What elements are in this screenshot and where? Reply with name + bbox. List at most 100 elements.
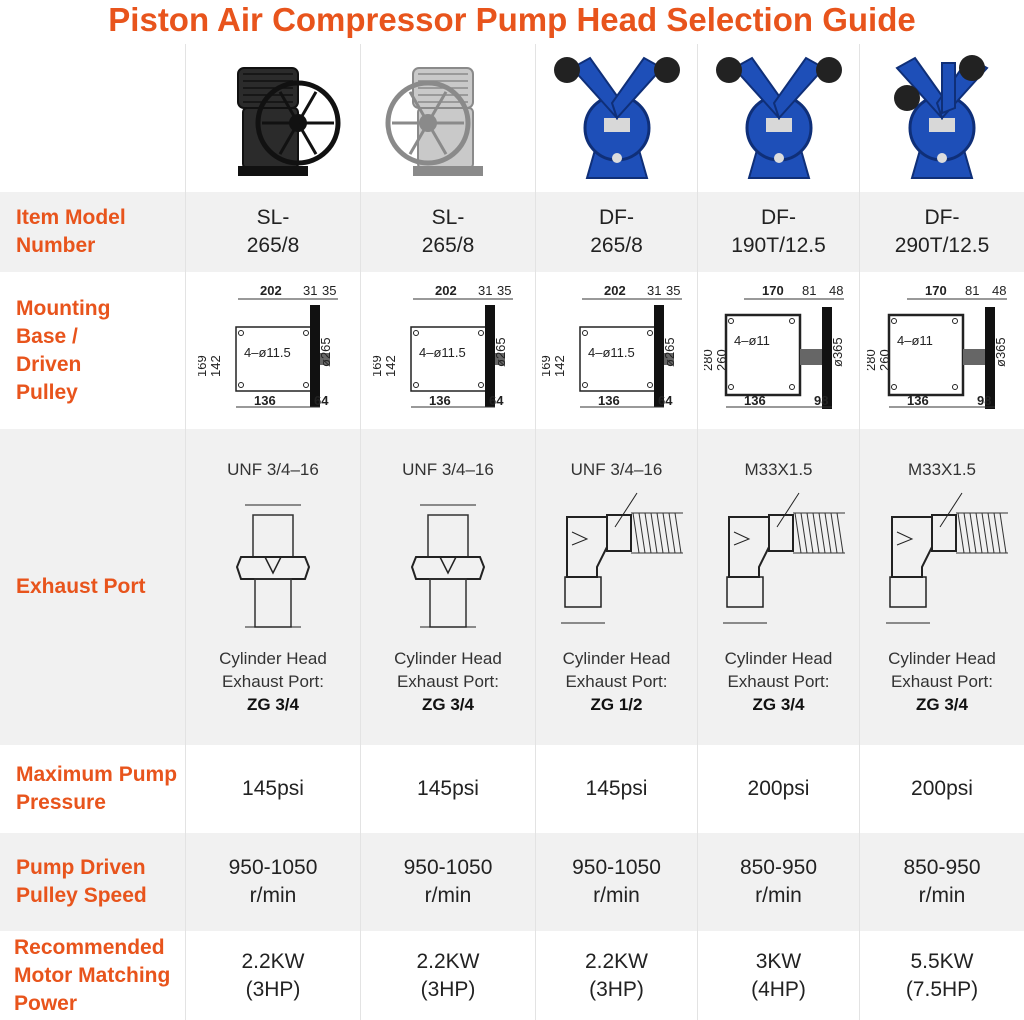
speed-unit: r/min <box>593 884 640 907</box>
dimension-label: 169 <box>373 355 384 377</box>
dimension-label: 4–ø11.5 <box>588 345 635 360</box>
page-title: Piston Air Compressor Pump Head Selectio… <box>108 1 916 38</box>
speed-unit: r/min <box>918 884 966 907</box>
mounting-row: Mounting Base / Driven Pulley 202 31 35 4–ø… <box>0 272 1024 429</box>
dimension-label: 48 <box>829 283 843 298</box>
speed-unit: r/min <box>424 884 472 907</box>
power-value: 3KW <box>755 949 802 973</box>
power-row: Recommended Motor Matching Power 2.2KW(3… <box>0 931 1024 1020</box>
model-text: DF- <box>924 206 960 229</box>
exhaust-port-label: Cylinder Head <box>724 648 833 668</box>
dimension-label: 136 <box>907 393 929 408</box>
thread-spec: M33X1.5 <box>744 459 813 479</box>
exhaust-port-label: Cylinder Head <box>219 648 327 668</box>
dimension-label: 142 <box>208 355 223 377</box>
power-cell: 2.2KW (3HP) <box>360 931 535 1020</box>
pressure-row: Maximum Pump Pressure 145psi 145psi 145p… <box>0 745 1024 833</box>
black-pump-head-image <box>237 67 341 176</box>
dimension-label: 170 <box>925 283 947 298</box>
exhaust-port-label: Exhaust Port: <box>890 671 994 691</box>
dimension-label: 64 <box>658 393 673 408</box>
dimension-label: 98 <box>977 393 991 408</box>
power-cell: 2.2KW(3HP) <box>535 931 697 1020</box>
model-cell: SL- 265/8 <box>360 192 535 272</box>
dimension-label: 31 <box>647 283 661 298</box>
dimension-label: 4–ø11.5 <box>419 345 466 360</box>
dimension-label: 48 <box>992 283 1006 298</box>
speed-value: 950-1050 <box>572 856 661 879</box>
dimension-label: 35 <box>322 283 336 298</box>
model-text: 265/8 <box>246 234 300 257</box>
model-text: 290T/12.5 <box>894 234 990 257</box>
model-cell: DF-265/8 <box>535 192 697 272</box>
dimension-label: 81 <box>965 283 979 298</box>
power-cell: 3KW(4HP) <box>697 931 859 1020</box>
model-text: SL- <box>256 206 290 229</box>
row-label-pressure: Maximum Pump Pressure <box>16 763 178 814</box>
dimension-label: 4–ø11.5 <box>244 345 291 360</box>
dimension-label: ø365 <box>830 337 845 367</box>
dimension-label: 64 <box>489 393 504 408</box>
power-hp: (7.5HP) <box>905 977 979 1001</box>
exhaust-port-size: ZG 1/2 <box>590 694 643 714</box>
dimension-label: 98 <box>814 393 828 408</box>
dimension-label: 202 <box>604 283 626 298</box>
exhaust-port-label: Exhaust Port: <box>727 671 830 691</box>
power-value: 2.2KW <box>416 949 480 973</box>
model-text: 265/8 <box>421 234 475 257</box>
power-value: 2.2KW <box>584 949 649 973</box>
dimension-label: 31 <box>478 283 492 298</box>
exhaust-port-label: Exhaust Port: <box>221 671 325 691</box>
pressure-value: 145psi <box>360 745 535 833</box>
exhaust-port-size: ZG 3/4 <box>916 694 968 714</box>
dimension-label: ø265 <box>662 337 677 367</box>
thread-spec: UNF 3/4–16 <box>227 459 319 479</box>
thread-spec: M33X1.5 <box>907 459 977 479</box>
elbow-fitting-drawing <box>886 492 1008 623</box>
model-cell: DF-190T/12.5 <box>697 192 859 272</box>
pressure-value: 200psi <box>859 745 1024 833</box>
product-image <box>859 44 1024 192</box>
pressure-value: 145psi <box>535 745 697 833</box>
straight-fitting-drawing <box>235 504 311 628</box>
model-cell: DF- 290T/12.5 <box>859 192 1024 272</box>
speed-cell: 850-950 r/min <box>859 833 1024 931</box>
dimension-label: 260 <box>877 349 892 371</box>
dimension-label: 142 <box>552 355 567 377</box>
dimension-label: 81 <box>802 283 816 298</box>
dimension-label: 64 <box>314 393 329 408</box>
dimension-label: 169 <box>198 355 209 377</box>
product-image <box>697 44 859 192</box>
speed-value: 850-950 <box>903 856 981 879</box>
power-hp: (3HP) <box>420 977 476 1001</box>
speed-cell: 950-1050 r/min <box>535 833 697 931</box>
exhaust-port-label: Cylinder Head <box>562 648 671 668</box>
row-label-mounting: Mounting Base / Driven Pulley <box>16 296 111 404</box>
thread-spec: UNF 3/4–16 <box>570 459 663 479</box>
model-text: SL- <box>431 206 465 229</box>
blue-w-pump-head-image <box>894 55 989 179</box>
dimension-label: ø265 <box>318 337 333 367</box>
model-text: DF- <box>761 206 796 229</box>
image-row <box>0 44 1024 192</box>
exhaust-port-label: Cylinder Head <box>394 648 502 668</box>
dimension-label: 31 <box>303 283 317 298</box>
dimension-label: ø365 <box>993 337 1008 367</box>
dimension-label: 136 <box>744 393 766 408</box>
